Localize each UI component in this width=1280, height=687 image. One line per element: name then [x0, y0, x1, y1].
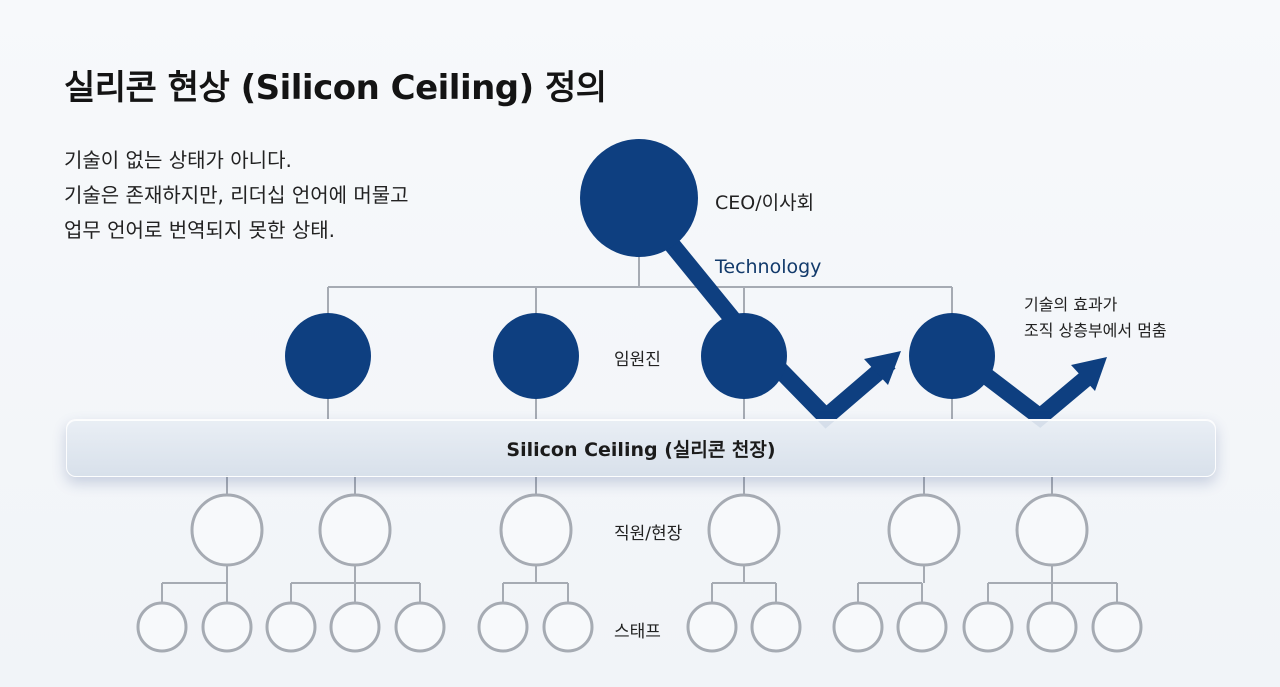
ceo-node [580, 139, 698, 257]
staff-node [887, 493, 961, 567]
staff-node [1015, 493, 1089, 567]
team-node [686, 601, 738, 653]
team-node [394, 601, 446, 653]
technology-arrow [653, 224, 1107, 429]
note-line: 조직 상층부에서 멈춤 [1024, 321, 1167, 340]
executive-node [493, 313, 579, 399]
definition-line: 업무 언어로 번역되지 못한 상태. [64, 218, 335, 242]
page-title: 실리콘 현상 (Silicon Ceiling) 정의 [64, 68, 607, 108]
team-node [201, 601, 253, 653]
bottom-connectors [161, 475, 1118, 602]
staff-node [499, 493, 573, 567]
silicon-ceiling-bar: Silicon Ceiling (실리콘 천장) [66, 419, 1216, 477]
executive-node [701, 313, 787, 399]
executives-label: 임원진 [614, 350, 661, 370]
team-node [896, 601, 948, 653]
staff-node [707, 493, 781, 567]
staff-node [318, 493, 392, 567]
staff-label: 직원/현장 [614, 524, 683, 544]
team-node [1091, 601, 1143, 653]
ceo-label: CEO/이사회 [715, 192, 815, 214]
definition-text: 기술이 없는 상태가 아니다. 기술은 존재하지만, 리더십 언어에 머물고 업… [64, 143, 409, 248]
ceiling-label: Silicon Ceiling (실리콘 천장) [506, 438, 776, 461]
team-node [1026, 601, 1078, 653]
definition-line: 기술은 존재하지만, 리더십 언어에 머물고 [64, 183, 409, 207]
team-node [750, 601, 802, 653]
team-node [477, 601, 529, 653]
team-node [329, 601, 381, 653]
team-node [832, 601, 884, 653]
team-node [962, 601, 1014, 653]
executive-node [285, 313, 371, 399]
teams-label: 스태프 [614, 622, 661, 642]
note-line: 기술의 효과가 [1024, 295, 1118, 314]
team-node [542, 601, 594, 653]
ceiling-note: 기술의 효과가 조직 상층부에서 멈춤 [1024, 292, 1167, 344]
team-node [265, 601, 317, 653]
top-connectors [327, 255, 953, 419]
team-node [136, 601, 188, 653]
executive-node [909, 313, 995, 399]
technology-label: Technology [715, 256, 822, 278]
staff-node [190, 493, 264, 567]
definition-line: 기술이 없는 상태가 아니다. [64, 148, 292, 172]
